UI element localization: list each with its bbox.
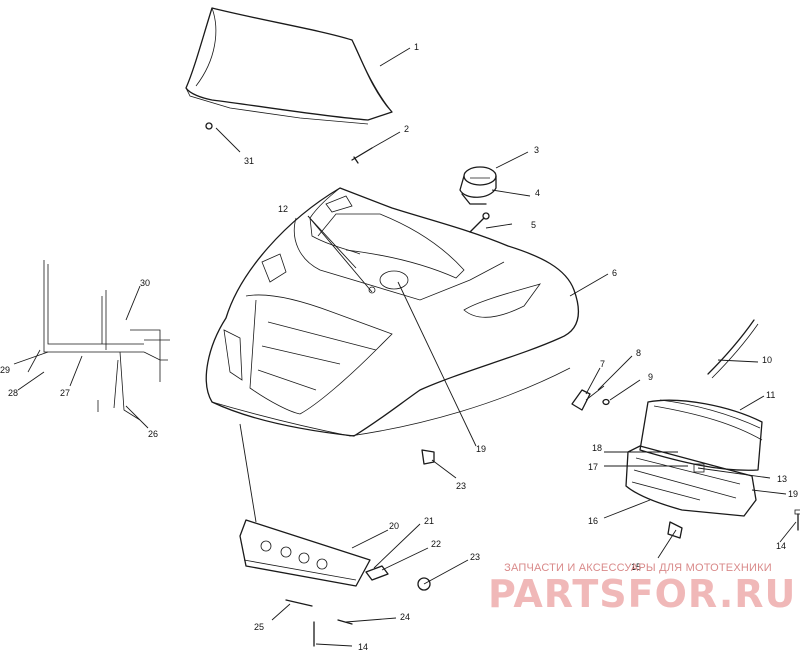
callout-4: 4 [535, 188, 540, 198]
callout-14-bottom: 14 [358, 642, 368, 652]
callout-23-bottom: 23 [470, 552, 480, 562]
callout-14-right: 14 [776, 541, 786, 551]
callout-30: 30 [140, 278, 150, 288]
callout-13: 13 [777, 474, 787, 484]
headlight [639, 399, 763, 471]
gauge-bulb [469, 212, 490, 233]
bracket-7 [571, 389, 591, 411]
leader-lines [13, 47, 797, 647]
callout-11: 11 [766, 390, 775, 400]
hood [205, 187, 580, 437]
headlight-housing [625, 445, 757, 517]
strap-10 [707, 319, 759, 379]
watermark-subtitle: ЗАПЧАСТИ И АКСЕССУАРЫ ДЛЯ МОТОТЕХНИКИ [504, 562, 772, 574]
callout-18: 18 [592, 443, 602, 453]
bracket-8 [585, 385, 605, 401]
clip-9 [602, 398, 610, 406]
callout-12: 12 [278, 204, 288, 214]
callout-26: 26 [148, 429, 158, 439]
callout-17: 17 [588, 462, 598, 472]
callout-2: 2 [404, 124, 409, 134]
callout-8: 8 [636, 348, 641, 358]
callout-20: 20 [389, 521, 399, 531]
wiring-harness [27, 260, 170, 421]
fastener-23-bottom [417, 577, 431, 591]
bolt-25 [285, 599, 313, 607]
callout-25: 25 [254, 622, 264, 632]
callout-27: 27 [60, 388, 70, 398]
windshield-rivet [205, 122, 213, 130]
gauge-assembly [459, 166, 497, 205]
clip-21 [365, 565, 389, 581]
callout-5: 5 [531, 220, 536, 230]
callout-3: 3 [534, 145, 539, 155]
callout-9: 9 [648, 372, 653, 382]
callout-19-right: 19 [788, 489, 798, 499]
callout-6: 6 [612, 268, 617, 278]
callout-28: 28 [8, 388, 18, 398]
callout-23-top: 23 [456, 481, 466, 491]
callout-22: 22 [431, 539, 441, 549]
nose-panel [239, 519, 371, 587]
windshield-screw [351, 147, 373, 164]
bolt-14-right [794, 509, 800, 531]
callout-15: 15 [631, 562, 641, 572]
windshield [185, 7, 393, 125]
callout-29: 29 [0, 365, 10, 375]
callout-1: 1 [414, 42, 419, 52]
callout-24: 24 [400, 612, 410, 622]
clip-24 [337, 619, 353, 625]
callout-10: 10 [762, 355, 772, 365]
watermark-logo: PARTSFOR.RU [488, 572, 797, 616]
fastener-23-top [421, 449, 435, 465]
callout-31: 31 [244, 156, 254, 166]
callout-labels: 1 2 3 4 5 6 7 8 9 10 11 12 13 14 14 15 1… [0, 42, 798, 652]
fastener-15 [667, 521, 683, 539]
callout-16: 16 [588, 516, 598, 526]
callout-19-top: 19 [476, 444, 486, 454]
callout-7: 7 [600, 359, 605, 369]
callout-21: 21 [424, 516, 434, 526]
